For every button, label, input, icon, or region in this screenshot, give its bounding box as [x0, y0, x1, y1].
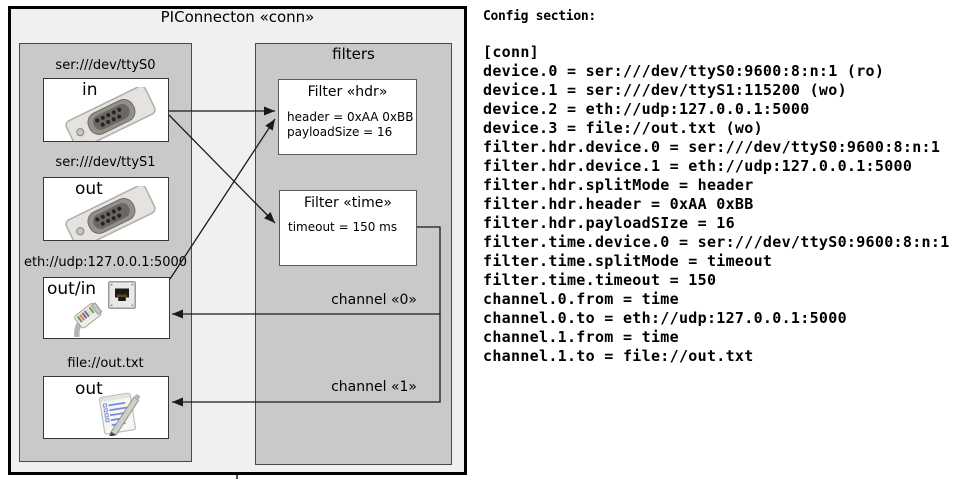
ethernet-jack-icon	[108, 281, 136, 309]
device-port-label: out/in	[47, 279, 97, 299]
config-text: [conn] device.0 = ser:///dev/ttyS0:9600:…	[483, 43, 950, 365]
device-box-ser-ttys0: in	[43, 78, 169, 142]
filter-box-time: Filter «time» timeout = 150 ms	[279, 190, 417, 266]
device-url-label-ttys1: ser:///dev/ttyS1	[55, 155, 156, 170]
device-url-label-file: file://out.txt	[67, 356, 144, 371]
serial-db9-icon	[65, 186, 156, 240]
tick-mark	[236, 475, 238, 479]
filter-box-hdr: Filter «hdr» header = 0xAA 0xBB payloadS…	[278, 79, 417, 155]
filter-title: Filter «time»	[304, 195, 392, 211]
device-url-label-eth: eth://udp:127.0.0.1:5000	[23, 255, 188, 270]
device-port-label: out	[75, 379, 103, 399]
channel-0-label: channel «0»	[331, 292, 417, 308]
device-box-eth: out/in	[43, 277, 170, 339]
filter-properties: header = 0xAA 0xBB payloadSize = 16	[287, 110, 414, 139]
device-port-label: in	[82, 80, 98, 100]
device-url-label-ttys0: ser:///dev/ttyS0	[55, 58, 156, 73]
diagram-title: PIConnecton «conn»	[160, 8, 315, 26]
device-box-ser-ttys1: out	[43, 177, 169, 241]
notepad-icon	[98, 392, 141, 436]
serial-db9-icon	[65, 87, 156, 141]
device-box-file: out	[43, 376, 169, 439]
channel-1-label: channel «1»	[331, 379, 417, 395]
filter-properties: timeout = 150 ms	[288, 220, 398, 234]
device-port-label: out	[75, 179, 103, 199]
ethernet-plug-icon	[74, 302, 103, 337]
filters-panel-title: filters	[332, 45, 375, 63]
pencil-icon	[109, 394, 141, 436]
filter-title: Filter «hdr»	[307, 84, 388, 100]
config-heading: Config section:	[483, 9, 596, 24]
